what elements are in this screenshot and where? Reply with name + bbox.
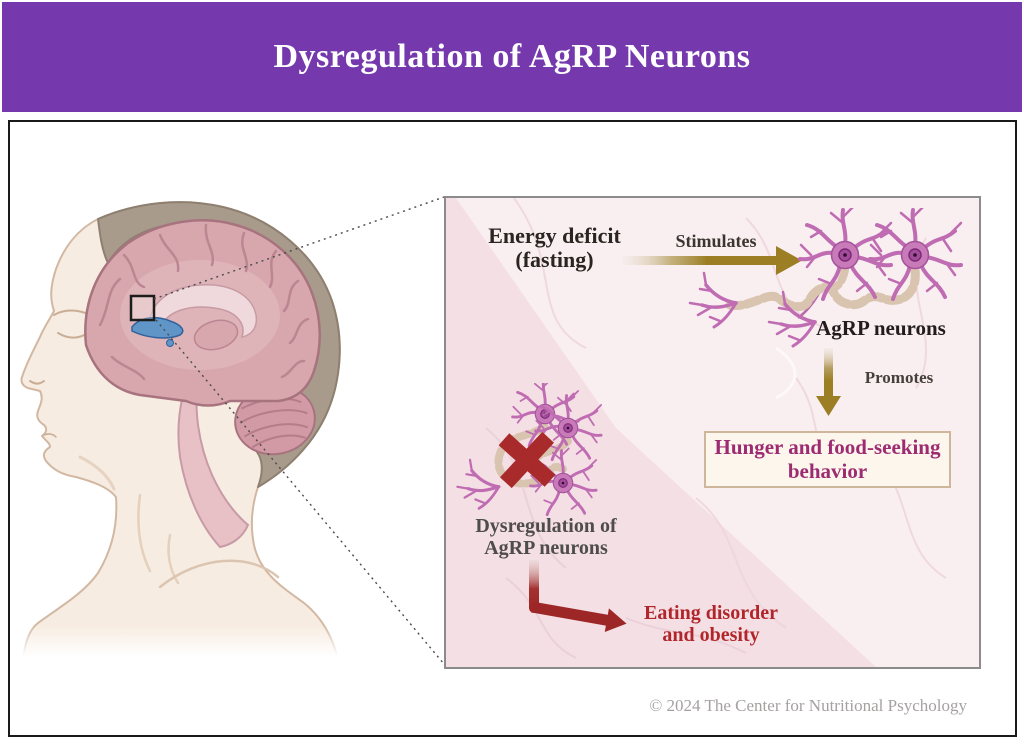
dysregulated-neurons-illustration	[455, 383, 603, 517]
page-title: Dysregulation of AgRP Neurons	[273, 38, 751, 75]
torso-fade	[20, 625, 395, 670]
dysregulation-line2: AgRP neurons	[484, 537, 608, 559]
promotes-arrow-icon	[816, 348, 841, 416]
myelinated-axon	[725, 265, 920, 312]
pituitary-dot	[166, 339, 174, 347]
axon-line	[729, 269, 917, 308]
hunger-line2: behavior	[787, 459, 868, 483]
neuron-soma	[868, 208, 963, 301]
neuron-soma	[798, 208, 893, 301]
agrp-neurons-label: AgRP neurons	[816, 316, 946, 340]
copyright-text: © 2024 The Center for Nutritional Psycho…	[649, 696, 967, 715]
inset-panel: Energy deficit (fasting) Stimulates	[444, 196, 981, 669]
dysregulation-label: Dysregulation of AgRP neurons	[456, 515, 636, 559]
stimulates-label: Stimulates	[675, 231, 757, 251]
energy-deficit-label: Energy deficit (fasting)	[462, 224, 647, 272]
neuron-soma	[529, 447, 598, 517]
thalamus	[193, 319, 239, 351]
hair-temple	[104, 259, 121, 303]
hair	[97, 201, 341, 488]
energy-deficit-line1: Energy deficit	[488, 223, 621, 248]
eating-disorder-line2: and obesity	[662, 624, 760, 646]
neuron-soma	[534, 392, 603, 462]
dysregulation-line1: Dysregulation of	[475, 515, 617, 537]
page-title-banner: Dysregulation of AgRP Neurons	[2, 2, 1022, 112]
promotes-label: Promotes	[864, 368, 934, 387]
brain-inner-highlight	[120, 260, 280, 370]
eating-disorder-label: Eating disorder and obesity	[626, 602, 796, 646]
hunger-line1: Hunger and food-seeking	[714, 435, 941, 459]
cerebellum	[234, 384, 316, 456]
energy-deficit-line2: (fasting)	[515, 247, 594, 272]
hunger-behavior-box: Hunger and food-seeking behavior	[704, 431, 951, 488]
eating-disorder-line1: Eating disorder	[644, 602, 778, 624]
tangled-axon	[494, 423, 567, 488]
red-x-icon	[498, 431, 556, 489]
human-head-illustration	[20, 201, 395, 670]
brain-gyri	[98, 223, 310, 381]
hypothalamus-highlight	[131, 316, 184, 339]
brainstem	[177, 380, 250, 549]
diagram-frame: Energy deficit (fasting) Stimulates	[8, 120, 1017, 737]
head-skin	[20, 201, 341, 670]
zoom-region-box	[129, 294, 156, 322]
face-details	[29, 309, 280, 589]
neuron-soma	[511, 383, 580, 448]
corpus-callosum	[149, 284, 258, 338]
brain-illustration	[84, 219, 321, 407]
